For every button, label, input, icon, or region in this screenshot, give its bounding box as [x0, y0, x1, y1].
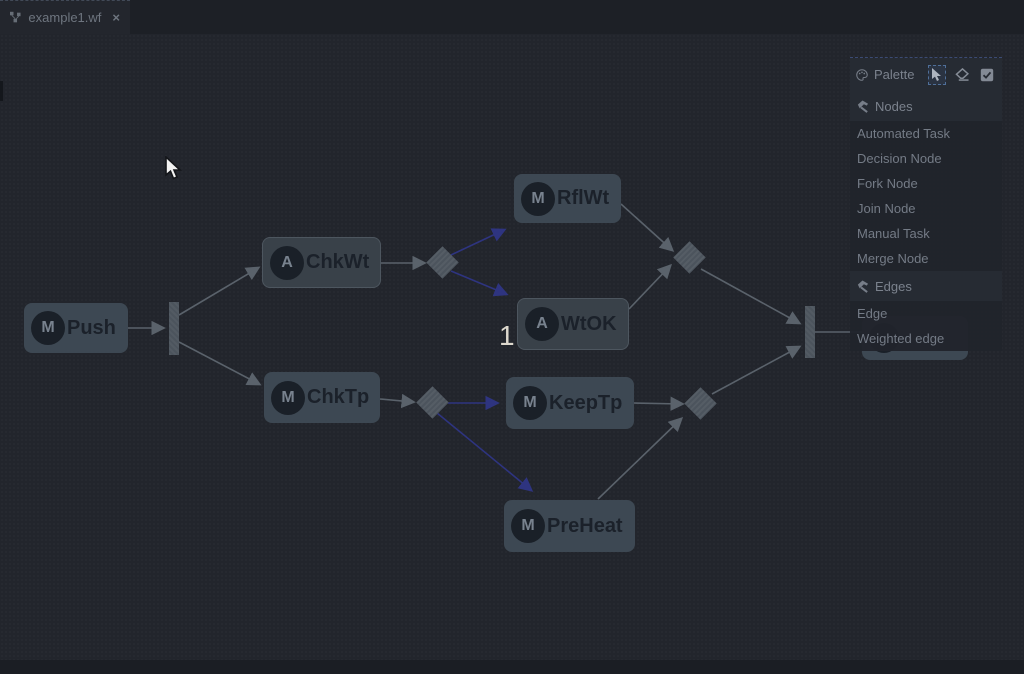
checkbox-check-icon — [981, 68, 994, 81]
fork-node[interactable] — [169, 302, 179, 355]
validation-tool-button[interactable] — [979, 65, 996, 85]
task-node-rflwt[interactable]: M RflWt — [514, 174, 621, 223]
palette-item-merge-node[interactable]: Merge Node — [857, 251, 929, 266]
palette-header: Palette — [850, 58, 1002, 91]
palette-title: Palette — [873, 67, 915, 82]
task-type-icon: M — [31, 311, 65, 345]
edge-chktp-decision2[interactable] — [379, 393, 416, 409]
tool-palette: Palette — [850, 57, 1002, 351]
task-node-chktp[interactable]: M ChkTp — [264, 372, 380, 423]
task-label: PreHeat — [547, 514, 623, 537]
palette-group-label: Edges — [875, 278, 912, 294]
palette-item-edge[interactable]: Edge — [857, 306, 888, 321]
palette-group-label: Nodes — [875, 98, 913, 114]
task-label: WtOK — [561, 312, 617, 335]
edge-merge1-join[interactable] — [700, 268, 802, 325]
task-label: ChkWt — [306, 251, 370, 273]
task-label: ChkTp — [307, 386, 370, 408]
task-type-icon: M — [271, 380, 305, 415]
edge-merge2-join[interactable] — [711, 345, 802, 395]
task-node-keeptp[interactable]: M KeepTp — [506, 377, 634, 429]
task-type-icon: M — [521, 181, 555, 216]
task-type-icon: A — [525, 307, 559, 341]
tab-title: example1.wf — [28, 10, 102, 25]
weighted-edge-decision1-rflwt[interactable] — [450, 228, 507, 256]
task-type-icon: M — [511, 509, 545, 543]
cursor-icon — [932, 67, 942, 81]
mouse-cursor-icon — [165, 156, 183, 180]
bottom-strip — [0, 660, 1024, 674]
edge-keeptp-merge2[interactable] — [633, 396, 685, 411]
weighted-edge-decision2-preheat[interactable] — [436, 412, 534, 492]
edge-preheat-merge2[interactable] — [597, 417, 684, 500]
tab-bar: example1.wf × — [0, 0, 1024, 34]
task-label: KeepTp — [549, 391, 623, 414]
edge-fork-chkwt[interactable] — [178, 266, 261, 316]
edge-weight-label: 1 — [499, 320, 515, 351]
edge-wtok-merge1[interactable] — [628, 263, 672, 310]
tab-close-icon[interactable]: × — [112, 10, 120, 25]
palette-item-decision-node[interactable]: Decision Node — [857, 151, 942, 166]
task-label: Push — [67, 316, 116, 339]
task-node-chkwt[interactable]: A ChkWt — [262, 237, 381, 288]
palette-item-join-node[interactable]: Join Node — [857, 201, 916, 216]
task-label: RflWt — [557, 187, 610, 209]
weighted-edge-decision1-wtok[interactable] — [450, 270, 509, 297]
edge-rflwt-merge1[interactable] — [620, 203, 675, 252]
task-node-wtok[interactable]: A WtOK — [517, 298, 629, 350]
eraser-icon — [955, 68, 969, 81]
workflow-file-icon — [10, 11, 21, 23]
selection-tool-button[interactable] — [928, 64, 946, 85]
palette-group-edges-header[interactable]: Edges — [850, 271, 1002, 301]
palette-group-nodes-header[interactable]: Nodes — [850, 91, 1002, 121]
edge-fork-chktp[interactable] — [178, 341, 262, 386]
palette-item-manual-task[interactable]: Manual Task — [857, 226, 930, 241]
task-node-preheat[interactable]: M PreHeat — [504, 500, 635, 552]
palette-icon — [856, 68, 868, 81]
join-node[interactable] — [805, 306, 815, 358]
tab-example1[interactable]: example1.wf × — [0, 0, 130, 34]
hammer-icon — [857, 99, 869, 113]
hammer-icon — [857, 279, 869, 293]
task-type-icon: M — [513, 386, 547, 420]
palette-item-fork-node[interactable]: Fork Node — [857, 176, 918, 191]
left-edge-notch — [0, 81, 3, 101]
task-node-push[interactable]: M Push — [24, 303, 128, 353]
task-type-icon: A — [270, 245, 304, 280]
palette-item-automated-task[interactable]: Automated Task — [857, 126, 950, 141]
palette-item-weighted-edge[interactable]: Weighted edge — [857, 331, 945, 346]
eraser-tool-button[interactable] — [954, 65, 971, 85]
